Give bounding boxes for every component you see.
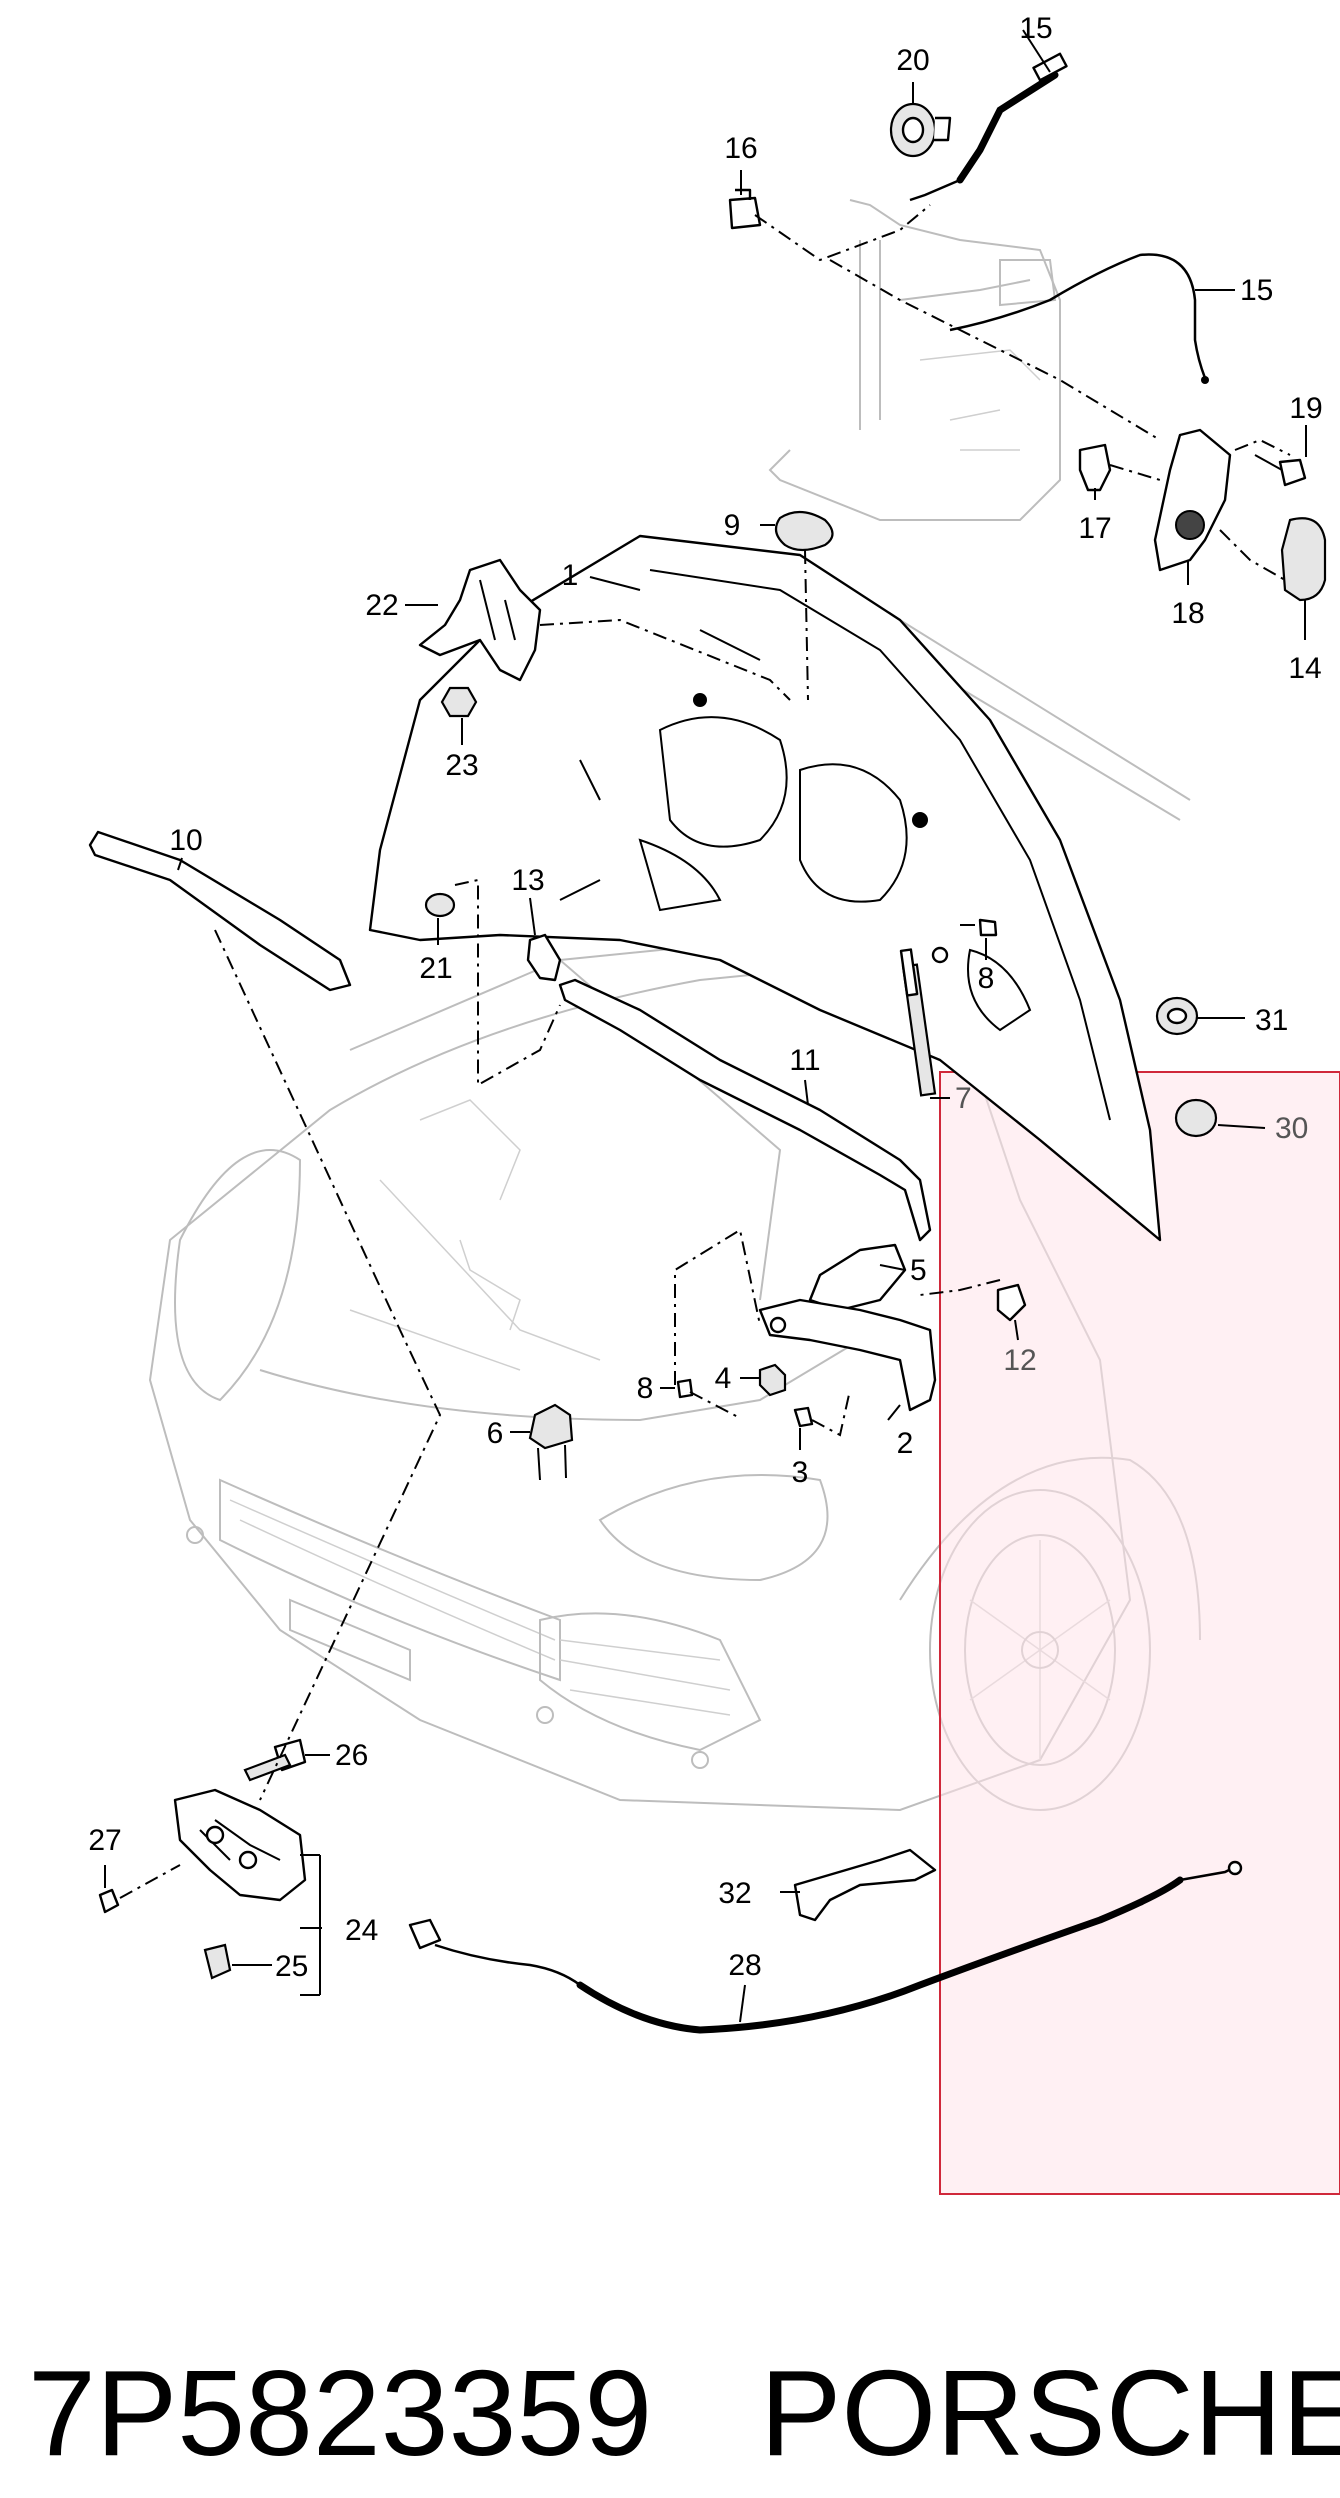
callout-26: 26 [335, 1739, 368, 1772]
callout-8-lower: 8 [637, 1372, 654, 1405]
callout-11: 11 [789, 1044, 820, 1077]
bracket-13 [526, 933, 562, 982]
callout-30: 30 [1275, 1112, 1308, 1145]
callout-14: 14 [1288, 652, 1321, 685]
callout-8-upper: 8 [978, 962, 995, 995]
part-number: 7P5823359 [28, 2345, 652, 2481]
seal-strip-11 [558, 978, 932, 1242]
callout-32: 32 [718, 1877, 751, 1910]
latch-bracket-22 [418, 558, 542, 682]
brand-name: PORSCHE [760, 2345, 1340, 2481]
callout-1: 1 [562, 559, 579, 592]
callout-10: 10 [169, 824, 202, 857]
hood-panel [368, 534, 1162, 1242]
grommet-31 [1155, 996, 1199, 1036]
callout-15-top: 15 [1019, 12, 1052, 45]
callout-20: 20 [896, 44, 929, 77]
callout-9: 9 [724, 509, 741, 542]
callout-4: 4 [715, 1362, 732, 1395]
release-handle-18 [1153, 428, 1232, 572]
hinge-5 [808, 1243, 907, 1312]
callout-13: 13 [511, 864, 544, 897]
gas-strut-7 [899, 946, 949, 1097]
release-cable-28 [408, 1860, 1243, 2034]
callout-23: 23 [445, 749, 478, 782]
highlight-region [939, 1071, 1340, 2195]
leader-lines [104, 29, 1307, 2023]
cap-21 [424, 892, 456, 918]
callout-21: 21 [419, 952, 452, 985]
nut-23 [440, 686, 478, 718]
hood-seal-10 [88, 830, 352, 992]
callout-5: 5 [910, 1254, 927, 1287]
plug-30 [1174, 1098, 1218, 1138]
switch-25 [203, 1943, 232, 1980]
callout-15-mid: 15 [1240, 274, 1273, 307]
callout-3: 3 [792, 1456, 809, 1489]
nut-4 [758, 1363, 787, 1397]
grommet-20 [889, 102, 952, 158]
clip-16 [728, 188, 762, 230]
hinge-bracket-2 [758, 1298, 937, 1412]
plug-9 [774, 510, 834, 552]
bolt-26 [243, 1738, 307, 1782]
push-clip-17 [1078, 443, 1112, 492]
release-cable-15-lower [949, 253, 1207, 379]
handle-cap-14 [1280, 517, 1327, 602]
callout-7: 7 [955, 1082, 972, 1115]
bolt-8-upper [960, 918, 998, 937]
bolt-8-lower [676, 1378, 694, 1399]
bracket-32 [793, 1848, 937, 1922]
hood-lock-24 [173, 1788, 307, 1902]
callout-25: 25 [275, 1950, 308, 1983]
release-cable-15-upper [909, 52, 1068, 202]
callout-31: 31 [1255, 1004, 1288, 1037]
callout-16: 16 [724, 132, 757, 165]
callout-2: 2 [897, 1427, 914, 1460]
callout-19: 19 [1289, 392, 1322, 425]
bump-stop-6 [528, 1403, 574, 1481]
callout-6: 6 [487, 1417, 504, 1450]
callout-27: 27 [88, 1824, 121, 1857]
bolt-3 [793, 1406, 814, 1428]
bolt-27 [98, 1888, 120, 1914]
callout-17: 17 [1078, 512, 1111, 545]
clip-12 [996, 1283, 1027, 1322]
callout-labels: 15 20 16 15 19 17 18 14 9 1 22 23 10 13 … [88, 12, 1322, 1983]
callout-24: 24 [345, 1914, 378, 1947]
callout-12: 12 [1003, 1344, 1036, 1377]
screw-19 [1254, 454, 1307, 487]
callout-28: 28 [728, 1949, 761, 1982]
callout-18: 18 [1171, 597, 1204, 630]
callout-22: 22 [365, 589, 398, 622]
